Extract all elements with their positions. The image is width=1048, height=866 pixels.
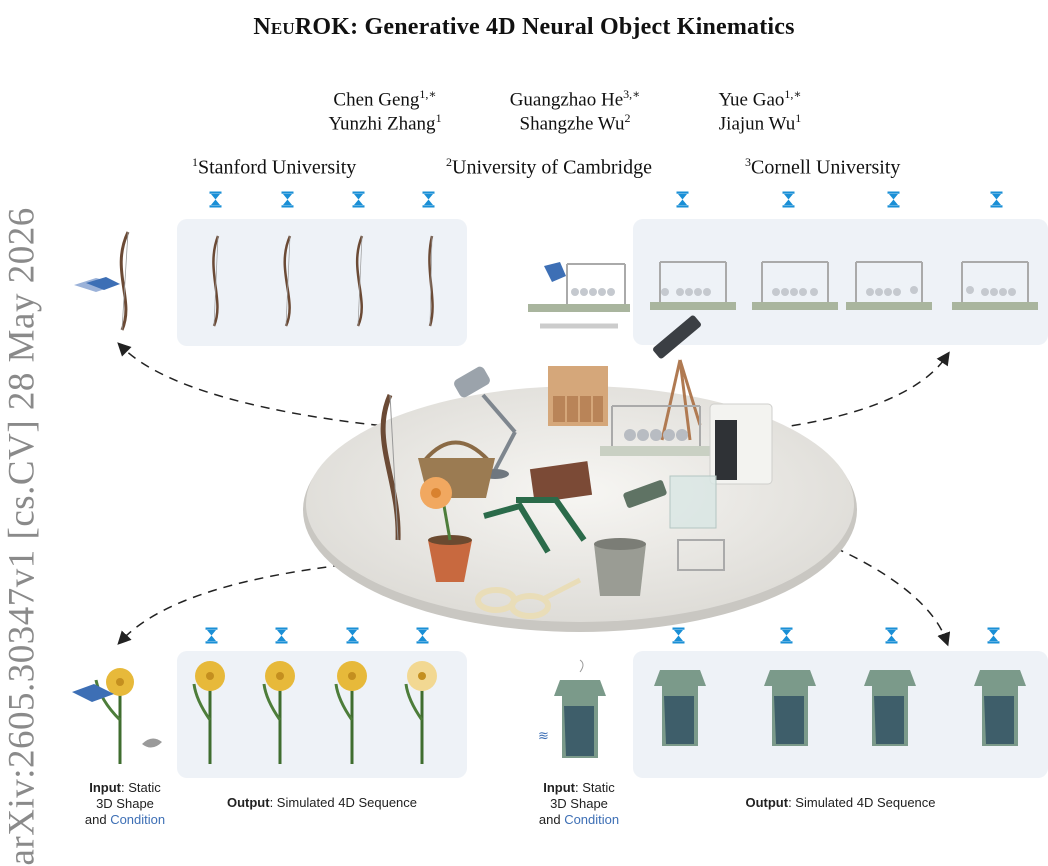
affiliation-1: 1Stanford University [192, 155, 357, 179]
hourglass-icon [422, 191, 435, 208]
paper-title: NeuROK: Generative 4D Neural Object Kine… [0, 14, 1048, 41]
figure-illustration: ≋ [72, 231, 1038, 764]
input-caption-left: Input: Static 3D Shape and Condition [84, 780, 166, 827]
input-caption-right: Input: Static 3D Shape and Condition [538, 780, 620, 827]
author-2: Guangzhao He3,∗ [509, 87, 641, 111]
hourglass-icon [987, 627, 1000, 644]
hourglass-icon [275, 627, 288, 644]
panel-shirt-sequence [633, 651, 1048, 778]
hourglass-icon [281, 191, 294, 208]
hourglass-icon [887, 191, 900, 208]
hourglass-icon [780, 627, 793, 644]
affiliation-2: 2University of Cambridge [446, 155, 652, 179]
affiliation-3: 3Cornell University [745, 155, 901, 179]
hourglass-icon [346, 627, 359, 644]
output-caption-left: Output: Simulated 4D Sequence [226, 795, 418, 810]
hourglass-icon [205, 627, 218, 644]
hourglass-icon [352, 191, 365, 208]
hourglass-icon [990, 191, 1003, 208]
hourglass-icon [209, 191, 222, 208]
hourglass-icon [676, 191, 689, 208]
hourglass-icon [672, 627, 685, 644]
author-5: Shangzhe Wu2 [519, 111, 631, 135]
hourglass-icon [782, 191, 795, 208]
hourglass-icon [416, 627, 429, 644]
title-rest: : Generative 4D Neural Object Kinematics [350, 14, 795, 40]
svg-text:≋: ≋ [538, 729, 549, 744]
hourglass-icon [885, 627, 898, 644]
author-6: Jiajun Wu1 [718, 111, 802, 135]
author-1: Chen Geng1,∗ [333, 87, 437, 111]
author-4: Yunzhi Zhang1 [328, 111, 442, 135]
output-caption-right: Output: Simulated 4D Sequence [745, 795, 936, 810]
author-3: Yue Gao1,∗ [718, 87, 802, 111]
panel-bow-sequence [177, 219, 467, 346]
title-prefix: NeuROK [253, 14, 351, 40]
panel-cradle-sequence [633, 219, 1048, 345]
